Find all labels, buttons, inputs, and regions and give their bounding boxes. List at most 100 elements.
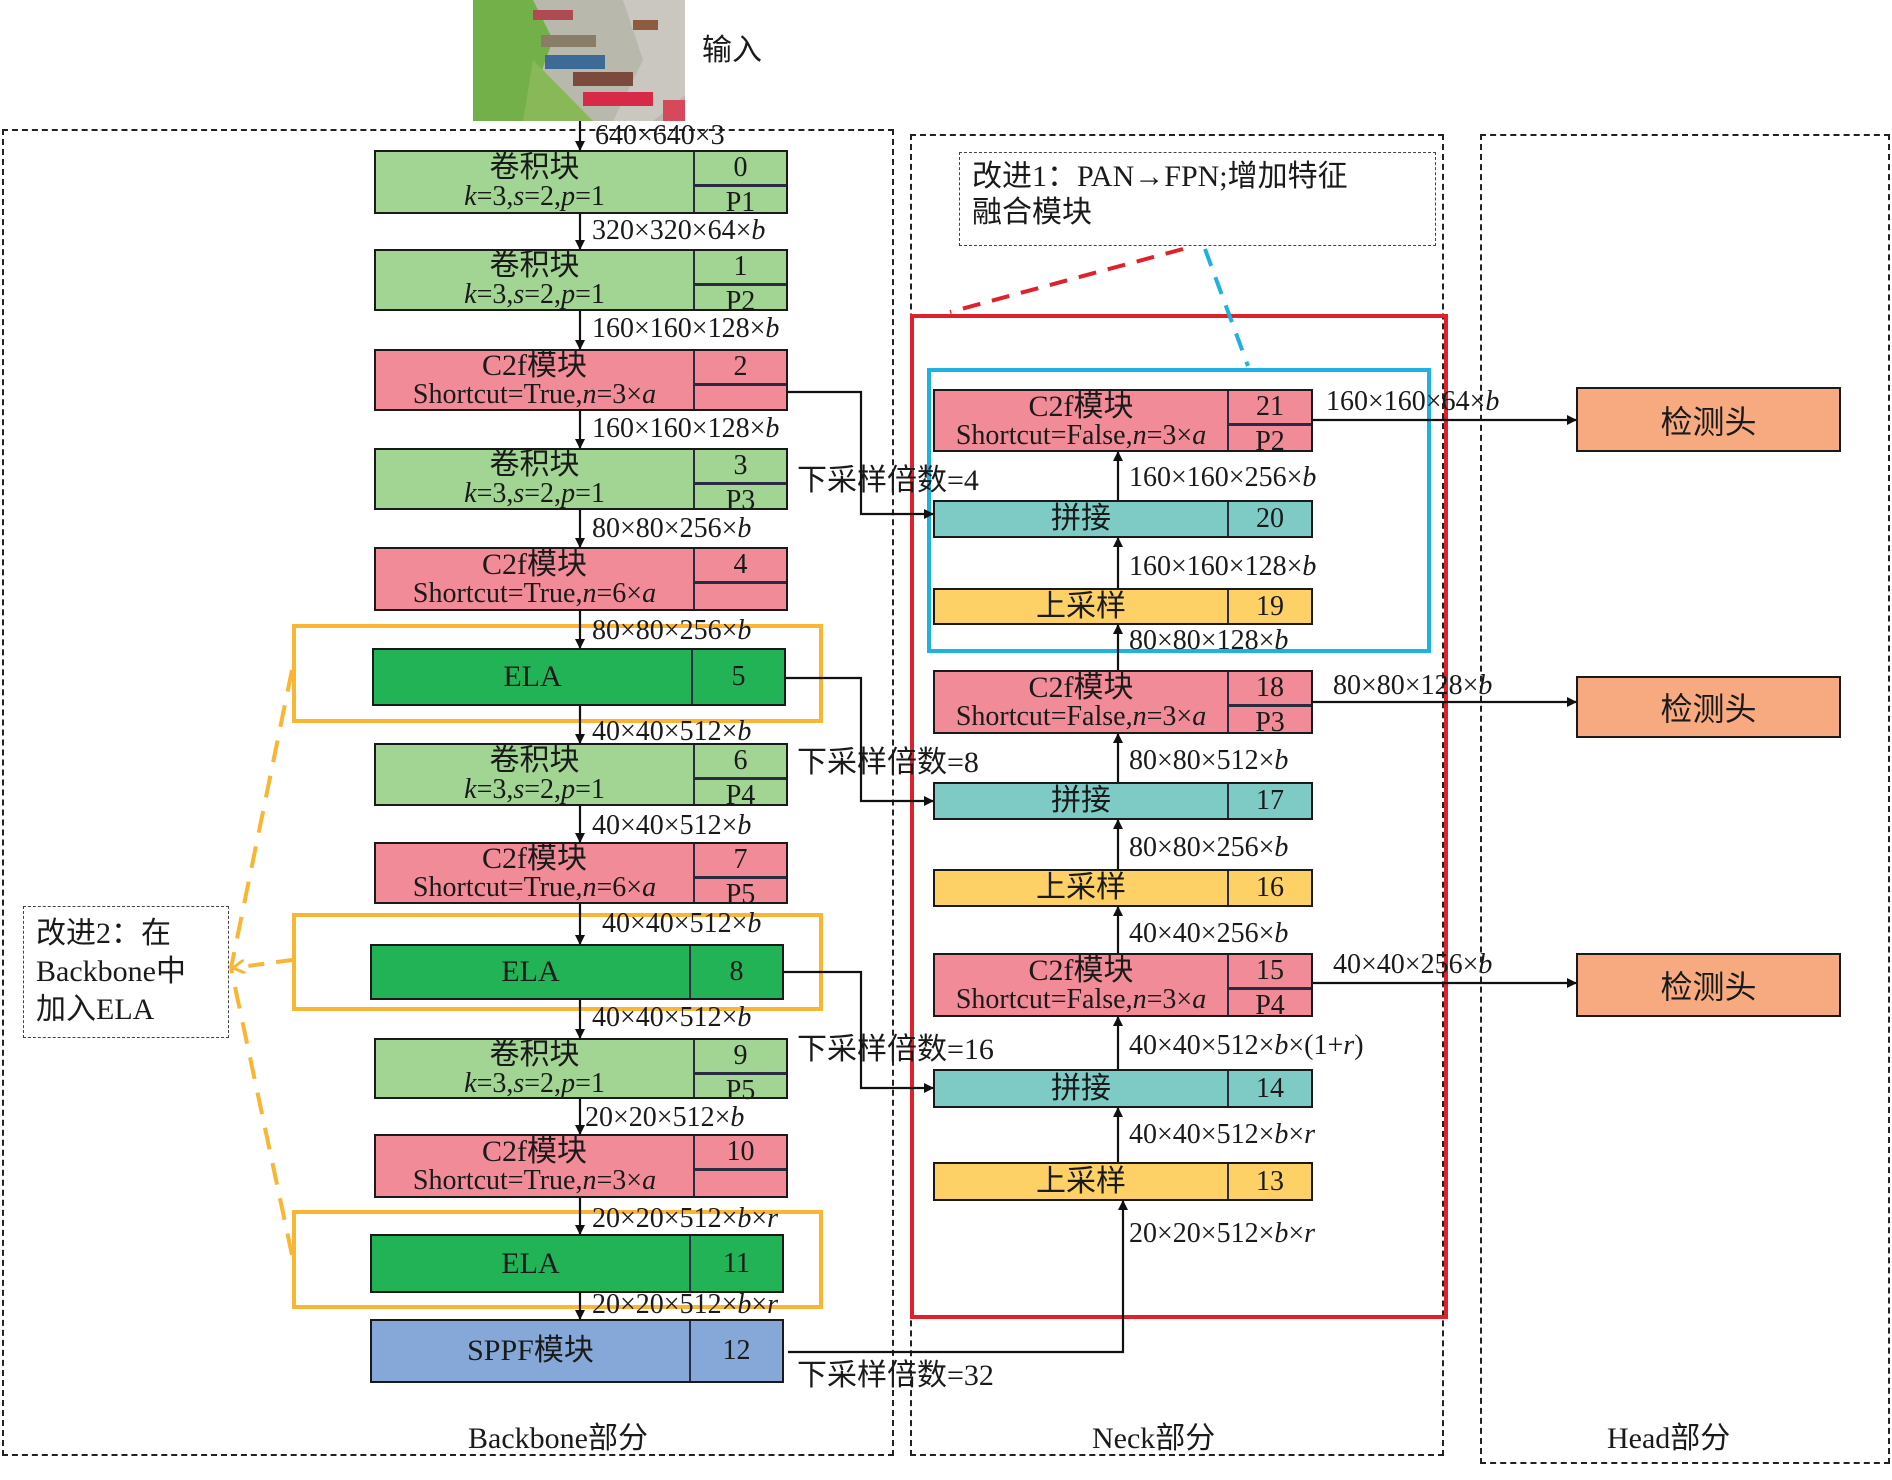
- block-label: ELA: [374, 650, 691, 704]
- block-19-upsample: 上采样 19: [933, 588, 1313, 625]
- improvement2-note-line2: Backbone中: [36, 955, 186, 988]
- block-index: 17: [1256, 785, 1284, 816]
- block-index: 18: [1256, 672, 1284, 703]
- block-index: 12: [722, 1335, 751, 1366]
- block-level-tag: [695, 1168, 786, 1196]
- downsample-rate-label: 下采样倍数=4: [797, 464, 979, 497]
- block-level-tag: [695, 581, 786, 609]
- block-title: 上采样: [1036, 1164, 1126, 1198]
- block-params: k=3,s=2,p=1: [464, 279, 605, 310]
- block-title: 卷积块: [489, 1037, 580, 1071]
- block-title: 卷积块: [489, 743, 580, 777]
- neck-section-title: Neck部分: [1092, 1422, 1216, 1455]
- block-title: C2f模块: [482, 548, 587, 581]
- block-index-cell: 8: [689, 946, 782, 998]
- block-title: 拼接: [1051, 784, 1111, 817]
- block-index: 21: [1256, 391, 1284, 422]
- block-label: 上采样: [935, 871, 1227, 905]
- backbone-dim-label: 80×80×256×b: [592, 513, 752, 544]
- block-title: 上采样: [1036, 589, 1126, 623]
- detection-head-3: 检测头: [1576, 953, 1841, 1017]
- block-index-cell: 5: [691, 650, 784, 704]
- block-index: 3: [733, 450, 748, 481]
- block-index-cell: 19: [1227, 590, 1311, 623]
- block-index: 8: [729, 956, 744, 987]
- block-index-cell: 14: [1227, 1071, 1311, 1106]
- aerial-truck-photo-icon: [473, 0, 685, 121]
- block-title: C2f模块: [482, 842, 587, 875]
- backbone-dim-label: 20×20×512×b: [585, 1102, 745, 1133]
- block-title: 拼接: [1051, 502, 1111, 535]
- block-level-tag: P5: [695, 1072, 786, 1107]
- neck-dim-label: 40×40×256×b: [1129, 918, 1289, 949]
- block-label: SPPF模块: [372, 1321, 689, 1381]
- backbone-dim-label: 80×80×256×b: [592, 615, 752, 646]
- block-title: ELA: [501, 955, 560, 988]
- block-13-upsample: 上采样 13: [933, 1162, 1313, 1201]
- block-params: k=3,s=2,p=1: [464, 181, 605, 212]
- block-level-tag: P4: [695, 777, 786, 812]
- backbone-dim-label: 320×320×64×b: [592, 215, 766, 246]
- block-title: SPPF模块: [467, 1334, 594, 1367]
- head-dim-label: 40×40×256×b: [1333, 949, 1493, 980]
- block-params: Shortcut=True,n=3×a: [412, 1165, 657, 1196]
- input-label: 输入: [702, 34, 762, 67]
- block-index-cell: 2: [693, 351, 786, 409]
- backbone-dim-label: 40×40×512×b: [592, 716, 752, 747]
- block-title: C2f模块: [1028, 671, 1134, 704]
- block-level-tag: P3: [1229, 704, 1311, 739]
- block-level-tag: P5: [695, 876, 786, 911]
- downsample-rate-label: 下采样倍数=16: [797, 1033, 994, 1066]
- block-params: Shortcut=False,n=3×a: [955, 701, 1207, 732]
- block-params: Shortcut=True,n=6×a: [412, 578, 657, 609]
- block-index: 7: [733, 844, 748, 875]
- input-image: [473, 0, 685, 121]
- block-label: 拼接: [935, 784, 1227, 818]
- block-params: Shortcut=False,n=3×a: [955, 984, 1207, 1015]
- block-title: 卷积块: [489, 249, 580, 282]
- block-label: ELA: [372, 1236, 689, 1291]
- block-index: 1: [733, 251, 748, 282]
- ela-highlight-outline-8: [292, 913, 823, 1011]
- backbone-dim-label: 160×160×128×b: [592, 313, 780, 344]
- improvement1-red-outline: [910, 314, 1448, 1319]
- block-level-tag: P2: [1229, 423, 1311, 458]
- backbone-dim-label: 40×40×512×b: [602, 908, 762, 939]
- block-index-cell: 16: [1227, 871, 1311, 905]
- block-index-cell: 13: [1227, 1164, 1311, 1199]
- head-section: [1480, 134, 1890, 1464]
- backbone-dim-label: 40×40×512×b: [592, 810, 752, 841]
- neck-dim-label: 40×40×512×b×(1+r): [1129, 1030, 1364, 1061]
- improvement2-note-line1: 改进2：在: [36, 917, 171, 950]
- neck-dim-label: 40×40×512×b×r: [1129, 1119, 1316, 1150]
- block-index: 10: [726, 1136, 755, 1167]
- head-section-title: Head部分: [1607, 1422, 1731, 1455]
- improvement1-note: 改进1：PAN→FPN;增加特征 融合模块: [959, 152, 1436, 246]
- block-level-tag: P2: [695, 283, 786, 318]
- block-level-tag: P1: [695, 184, 786, 219]
- block-label: ELA: [372, 946, 689, 998]
- block-title: ELA: [501, 1246, 560, 1280]
